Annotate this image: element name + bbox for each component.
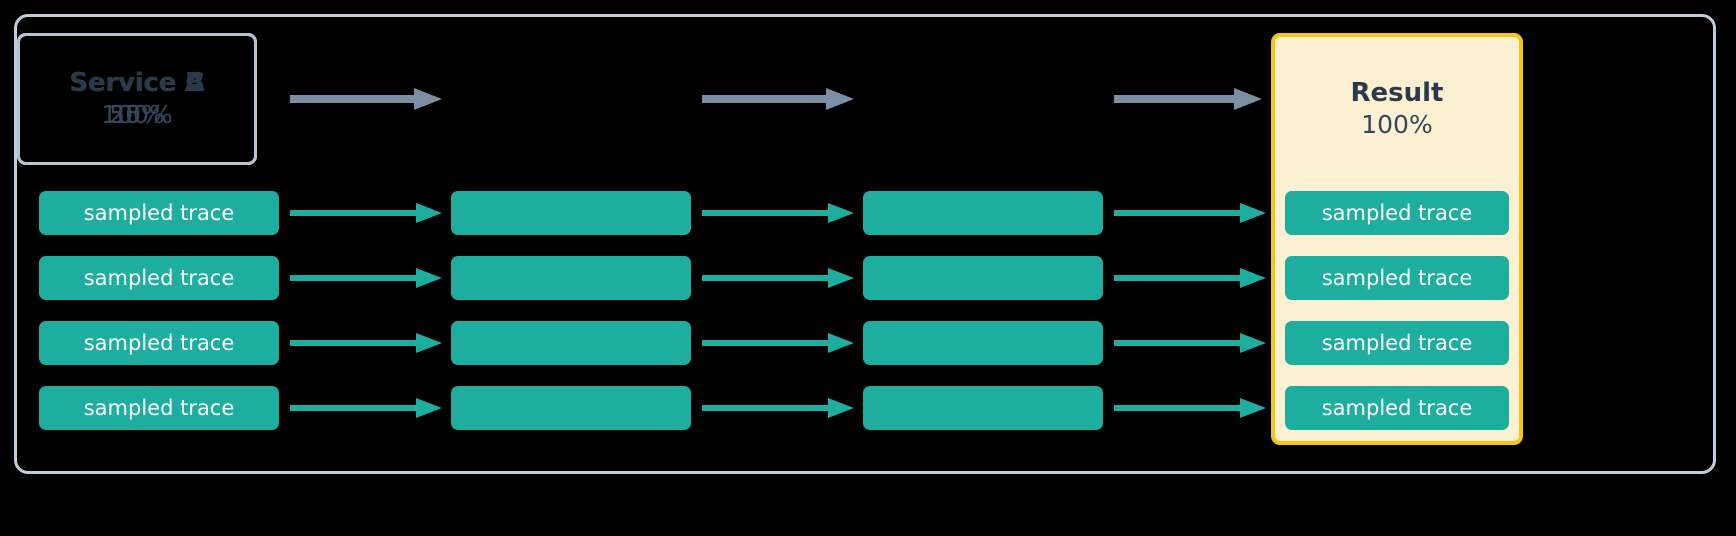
arrow-service-b-to-service-c: [702, 86, 854, 112]
arrow-trace-row-4-c-to-result: [1114, 395, 1266, 421]
result-sample-rate: 100%: [1361, 110, 1433, 140]
trace-bar: sampled trace: [1285, 256, 1509, 300]
trace-bar: sampled trace: [1285, 191, 1509, 235]
trace-bar: [451, 386, 691, 430]
diagram-frame: Service A 100% Service B 25% Service C 5…: [14, 14, 1716, 474]
result-header: Result 100%: [1275, 53, 1519, 165]
arrow-trace-row-1-c-to-result: [1114, 200, 1266, 226]
trace-bar: [451, 256, 691, 300]
trace-bar: [451, 321, 691, 365]
service-sample-rate: 25%: [109, 100, 165, 130]
result-panel: Result 100%: [1271, 33, 1523, 445]
service-sample-rate: 100%: [101, 100, 173, 130]
trace-bar: sampled trace: [1285, 321, 1509, 365]
arrow-trace-row-3-a-to-b: [290, 330, 442, 356]
trace-bar: sampled trace: [39, 191, 279, 235]
arrow-trace-row-4-a-to-b: [290, 395, 442, 421]
trace-bar: sampled trace: [39, 321, 279, 365]
trace-bar: sampled trace: [39, 256, 279, 300]
arrow-service-a-to-service-b: [290, 86, 442, 112]
arrow-trace-row-2-b-to-c: [702, 265, 854, 291]
trace-bar: [451, 191, 691, 235]
result-title: Result: [1350, 77, 1444, 108]
arrow-trace-row-1-b-to-c: [702, 200, 854, 226]
arrow-service-c-to-result: [1114, 86, 1262, 112]
service-sample-rate: 50%: [109, 100, 165, 130]
trace-bar: sampled trace: [1285, 386, 1509, 430]
trace-bar: [863, 191, 1103, 235]
arrow-trace-row-3-b-to-c: [702, 330, 854, 356]
arrow-trace-row-4-b-to-c: [702, 395, 854, 421]
trace-bar: [863, 321, 1103, 365]
service-name: Service C: [69, 67, 205, 98]
trace-bar: [863, 386, 1103, 430]
arrow-trace-row-2-c-to-result: [1114, 265, 1266, 291]
service-name: Service B: [69, 67, 205, 98]
arrow-trace-row-1-a-to-b: [290, 200, 442, 226]
trace-bar: [863, 256, 1103, 300]
service-node-service-c: Service C 50%: [17, 33, 257, 165]
service-name: Service A: [69, 67, 205, 98]
arrow-trace-row-2-a-to-b: [290, 265, 442, 291]
arrow-trace-row-3-c-to-result: [1114, 330, 1266, 356]
trace-bar: sampled trace: [39, 386, 279, 430]
